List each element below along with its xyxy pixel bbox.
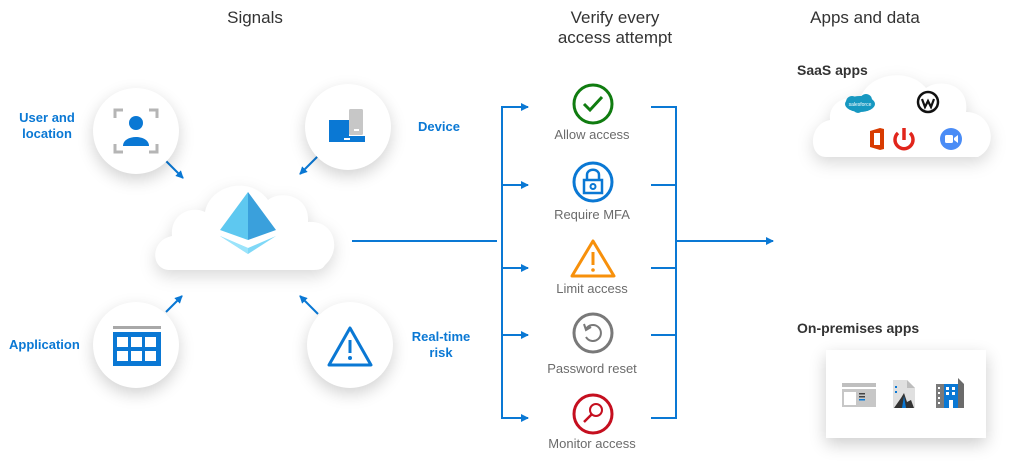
svg-text:salesforce: salesforce	[849, 102, 872, 108]
verify-heading-line1: Verify every	[570, 8, 660, 27]
signal-device	[305, 84, 391, 170]
signal-label-application: Application	[9, 337, 80, 352]
application-icon	[113, 326, 161, 366]
saas-cloud: salesforce	[812, 75, 991, 157]
left-bracket-arrows	[501, 103, 529, 422]
signal-label-line: risk	[429, 345, 453, 360]
arrow-device-to-cloud	[299, 155, 319, 175]
signal-realtime-risk	[307, 302, 393, 388]
device-icon	[329, 109, 365, 142]
reset-icon	[572, 312, 614, 354]
workplace-icon	[916, 90, 940, 114]
web-app-icon	[842, 383, 876, 407]
checkmark-icon	[572, 83, 614, 125]
salesforce-icon: salesforce	[845, 94, 875, 113]
apps-heading: Apps and data	[810, 8, 920, 27]
signal-label-line: User and	[19, 110, 75, 125]
lock-icon	[572, 161, 614, 203]
action-icon-monitor	[572, 393, 614, 435]
onprem-icons	[842, 378, 964, 408]
action-label-monitor: Monitor access	[548, 436, 636, 451]
action-icon-allow	[572, 83, 614, 125]
signal-label-line: location	[22, 126, 72, 141]
signal-label-user-location: User and location	[14, 110, 80, 142]
action-label-limit: Limit access	[556, 281, 628, 296]
signal-label-line: Real-time	[411, 329, 471, 344]
warning-icon	[570, 239, 616, 278]
saas-apps-title: SaaS apps	[797, 62, 868, 78]
action-icon-limit	[570, 239, 616, 278]
right-bracket-stubs	[651, 106, 677, 419]
azure-ad-pyramid-icon	[220, 192, 276, 254]
central-cloud	[155, 185, 335, 270]
power-icon	[893, 128, 915, 151]
signal-label-device: Device	[418, 119, 460, 134]
zoom-icon	[940, 128, 962, 150]
onprem-apps-title: On-premises apps	[797, 320, 920, 336]
action-label-allow: Allow access	[554, 127, 630, 142]
signal-label-realtime-risk: Real-time risk	[408, 329, 474, 361]
document-chart-icon	[893, 380, 915, 408]
arrow-risk-to-cloud	[299, 295, 319, 315]
action-icon-reset	[572, 312, 614, 354]
action-icon-mfa	[572, 161, 614, 203]
arrow-app-to-cloud	[165, 295, 183, 313]
user-location-icon	[113, 108, 159, 154]
office-icon	[870, 128, 884, 150]
verify-heading: Verify every access attempt	[520, 8, 710, 48]
action-label-reset: Password reset	[547, 361, 637, 376]
building-icon	[936, 378, 964, 408]
signals-heading: Signals	[227, 8, 283, 27]
onprem-apps-box	[826, 350, 986, 438]
verify-heading-line2: access attempt	[557, 28, 673, 47]
warning-icon	[327, 326, 373, 367]
action-label-mfa: Require MFA	[554, 207, 630, 222]
magnifier-icon	[572, 393, 614, 435]
arrow-user-to-cloud	[164, 159, 184, 179]
signal-user-location	[93, 88, 179, 174]
signal-application	[93, 302, 179, 388]
